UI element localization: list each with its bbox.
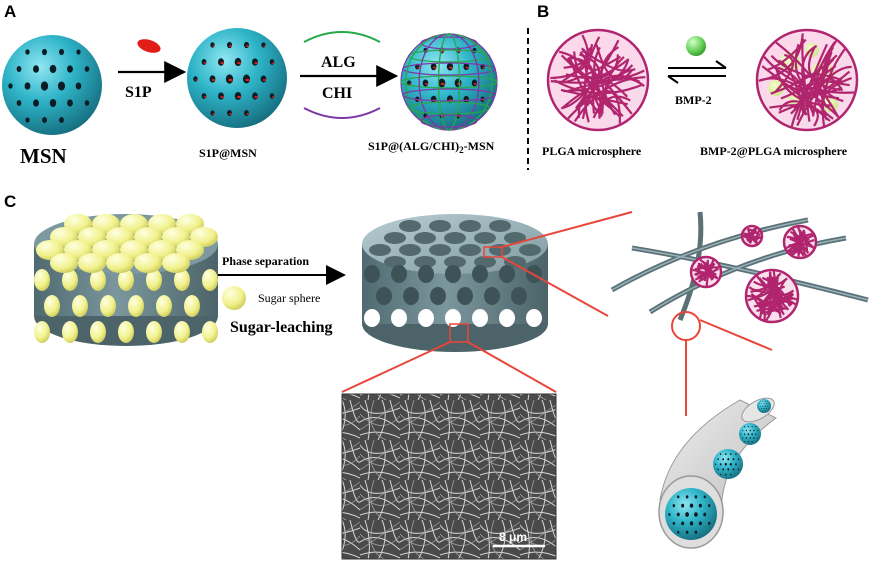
- zoom-box-top: [483, 246, 503, 258]
- msn-label: MSN: [20, 144, 67, 168]
- chi-label: CHI: [322, 85, 352, 102]
- s1p-msn-label: S1P@MSN: [199, 146, 257, 160]
- msn-sphere: [2, 35, 102, 135]
- panel-c-letter: C: [4, 192, 16, 211]
- coated-msn-sphere: [400, 33, 498, 131]
- bmp2-molecule-icon: [686, 36, 706, 56]
- zoom-line-side-1: [341, 341, 451, 393]
- porous-scaffold: [362, 214, 548, 352]
- sugar-sphere-label: Sugar sphere: [258, 291, 320, 305]
- sugar-leaching-label: Sugar-leaching: [230, 319, 333, 336]
- fiber-zoom-circle: [671, 311, 701, 341]
- reversible-arrows: [667, 60, 727, 84]
- zoom-line-top-1: [501, 211, 633, 248]
- panel-a-letter: A: [4, 2, 16, 21]
- fiber-network: [610, 211, 869, 324]
- plga-microsphere: [546, 28, 650, 132]
- zoom-line-side-2: [467, 341, 557, 393]
- zoom-line-top-2: [501, 256, 609, 317]
- alg-label: ALG: [321, 54, 356, 71]
- bmp2-plga-microsphere: [755, 28, 859, 132]
- zoom-box-side: [449, 323, 469, 343]
- coated-msn-label: S1P@(ALG/CHI)2-MSN: [368, 139, 495, 155]
- alg-layer-arc: [303, 31, 381, 43]
- sem-image: [341, 393, 557, 560]
- bmp2-plga-label: BMP-2@PLGA microsphere: [700, 144, 848, 158]
- panel-b-letter: B: [537, 2, 549, 21]
- s1p-molecule-icon: [137, 39, 161, 53]
- sugar-template-cylinder: [34, 214, 218, 346]
- s1p-msn-sphere: [187, 28, 287, 128]
- sugar-sphere-icon: [222, 286, 246, 310]
- scale-bar-label: 8 μm: [499, 530, 527, 544]
- chi-layer-arc: [303, 107, 381, 119]
- fiber-cross-section: [658, 397, 777, 549]
- plga-label: PLGA microsphere: [542, 144, 642, 158]
- fiber-zoom-line-1: [699, 319, 773, 351]
- phase-separation-label: Phase separation: [222, 254, 309, 268]
- s1p-reagent-label: S1P: [125, 84, 152, 101]
- bmp2-label: BMP-2: [675, 93, 712, 107]
